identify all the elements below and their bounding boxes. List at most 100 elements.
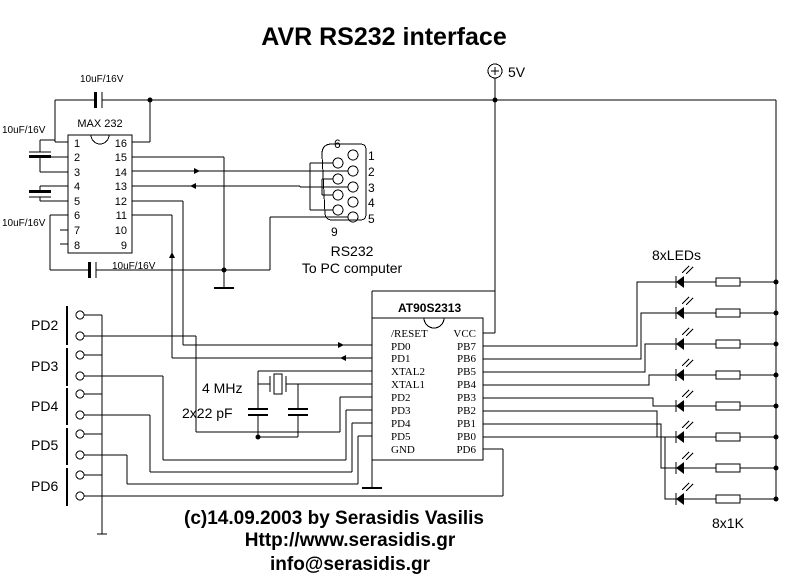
- max232-left-pins: 1 2 3 4 5 6 7 8: [74, 138, 80, 252]
- db9-pin-3: 3: [368, 181, 375, 195]
- led-wire: [483, 423, 676, 469]
- db9-pin-1: 1: [368, 149, 375, 163]
- led-ray: [685, 266, 694, 275]
- mcu-pin-reset: /RESET: [391, 328, 428, 340]
- led-wire: [483, 343, 676, 373]
- max232-pin-4: 4: [74, 181, 80, 193]
- mcu-pin-xtal1: XTAL1: [391, 379, 425, 391]
- switch-pd2-label: PD2: [31, 317, 58, 333]
- credit-line-2: Http://www.serasidis.gr: [245, 530, 456, 551]
- led-bank: 8xLEDs 8x1K: [483, 247, 779, 531]
- mcu-pin-pd3: PD3: [391, 405, 411, 417]
- capacitor-left-upper: 10uF/16V: [2, 125, 68, 173]
- max232-pin-13: 13: [115, 181, 127, 193]
- resistor: [715, 339, 741, 349]
- capacitor-bottom: 10uF/16V: [49, 214, 224, 278]
- switch-pd4-label: PD4: [31, 398, 58, 414]
- mcu-pin-pd0: PD0: [391, 341, 411, 353]
- mcu-pin-pd5: PD5: [391, 431, 411, 443]
- credit-line-1: (c)14.09.2003 by Serasidis Vasilis: [184, 508, 484, 529]
- power-rail: [132, 78, 777, 498]
- led-diode: [676, 431, 684, 443]
- mcu-pin-pb5: PB5: [457, 366, 476, 378]
- rail-node: [773, 434, 779, 440]
- resistors-label: 8x1K: [712, 515, 745, 531]
- max232-pin-3: 3: [74, 167, 80, 179]
- capacitor-left-lower: 10uF/16V: [2, 185, 68, 229]
- mcu-pin-pb2: PB2: [457, 405, 476, 417]
- switch-pd6: PD6: [31, 468, 112, 506]
- mcu-pin-xtal2: XTAL2: [391, 366, 425, 378]
- capacitor-left-upper-label: 10uF/16V: [2, 125, 46, 136]
- db9-pin-9: 9: [331, 225, 338, 239]
- led-ray: [681, 482, 690, 491]
- db9-pin-4: 4: [368, 196, 375, 210]
- mcu-pin-pd2: PD2: [391, 392, 411, 404]
- db9-pin-2: 2: [368, 165, 375, 179]
- max232-pin-5: 5: [74, 196, 80, 208]
- resistor: [715, 308, 741, 318]
- capacitor-top: 10uF/16V: [54, 74, 150, 143]
- max232-label: MAX 232: [77, 118, 122, 130]
- mcu-pin-pb6: PB6: [457, 353, 476, 365]
- supply-label: 5V: [508, 64, 526, 80]
- rail-node: [773, 465, 779, 471]
- credit-line-3: info@serasidis.gr: [270, 554, 431, 575]
- mcu-pin-pd1: PD1: [391, 353, 411, 365]
- led-diode: [676, 338, 684, 350]
- max232-pin-6: 6: [74, 210, 80, 222]
- led-diode: [676, 369, 684, 381]
- led-ray: [681, 358, 690, 367]
- led-ray: [681, 296, 690, 305]
- max232-pin-8: 8: [74, 240, 80, 252]
- led-wire: [483, 374, 676, 386]
- switch-pd3-label: PD3: [31, 358, 58, 374]
- resistor: [715, 370, 741, 380]
- mcu-pin-pd6: PD6: [456, 444, 476, 456]
- led-ray: [685, 359, 694, 368]
- db9-pins-row1: [347, 149, 359, 223]
- db9-sublabel: To PC computer: [302, 260, 403, 276]
- led-rows: [483, 265, 779, 505]
- mcu-pin-pd4: PD4: [391, 418, 411, 430]
- max232-pin-2: 2: [74, 152, 80, 164]
- switch-pd5: PD5: [31, 428, 127, 465]
- led-ray: [685, 328, 694, 337]
- rail-node: [773, 310, 779, 316]
- mcu-pin-pb7: PB7: [457, 341, 476, 353]
- switch-pd4: PD4: [31, 388, 150, 425]
- mcu-pin-vcc: VCC: [453, 328, 476, 340]
- db9-pin-6: 6: [334, 137, 341, 151]
- diagram-title: AVR RS232 interface: [261, 23, 507, 51]
- switch-wiring: [112, 376, 504, 497]
- switch-ground-bus: [97, 315, 107, 535]
- max232-chip: MAX 232 1 2 3 4 5 6 7 8 16 15 14 13 12 1…: [67, 118, 133, 254]
- mcu-pin-pb3: PB3: [457, 392, 476, 404]
- max232-right-pins: 16 15 14 13 12 11 10 9: [115, 138, 127, 252]
- max232-pin-16: 16: [115, 138, 127, 150]
- leds-label: 8xLEDs: [652, 247, 701, 263]
- led-ray: [681, 420, 690, 429]
- max232-pin-10: 10: [115, 225, 127, 237]
- led-ray: [681, 327, 690, 336]
- led-diode: [676, 462, 684, 474]
- crystal-circuit: 4 MHz 2x22 pF: [182, 370, 372, 440]
- rail-node: [773, 496, 779, 502]
- supply-5v: 5V: [487, 63, 526, 80]
- crystal-caps-label: 2x22 pF: [182, 405, 233, 421]
- mcu-left-pins: /RESET PD0 PD1 XTAL2 XTAL1 PD2 PD3 PD4 P…: [391, 328, 428, 456]
- db9-pin-5: 5: [368, 212, 375, 226]
- led-wire: [483, 281, 676, 347]
- led-wire: [483, 397, 676, 407]
- max232-pin-7: 7: [74, 225, 80, 237]
- led-ray: [685, 421, 694, 430]
- rail-node: [773, 341, 779, 347]
- led-wire: [483, 312, 676, 360]
- resistor: [715, 277, 741, 287]
- led-ray: [685, 483, 694, 492]
- at90s2313-chip: AT90S2313 /RESET PD0 PD1 XTAL2 XTAL1 PD2…: [362, 301, 484, 489]
- max232-pin-12: 12: [115, 196, 127, 208]
- led-diode: [676, 400, 684, 412]
- led-diode: [676, 276, 684, 288]
